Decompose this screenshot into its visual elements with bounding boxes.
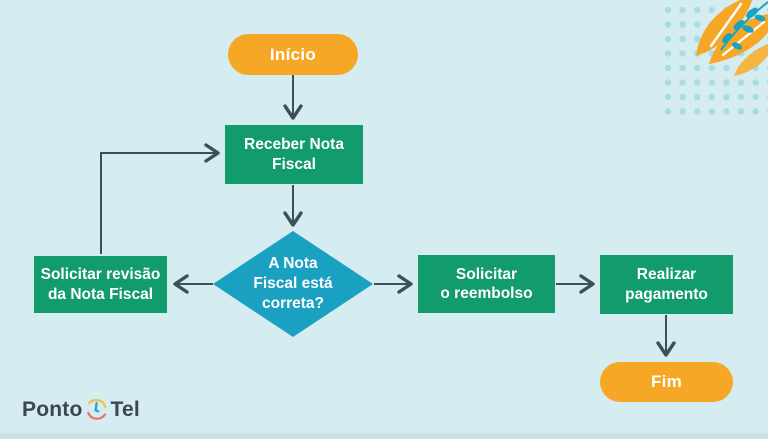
flow-node-start: Início [228, 34, 358, 75]
decision-diamond-shape [213, 231, 373, 337]
logo-text-tel: Tel [110, 398, 140, 421]
flow-node-request-revision: Solicitar revisão da Nota Fiscal [34, 256, 167, 313]
flow-node-receive-invoice: Receber Nota Fiscal [225, 125, 363, 184]
flow-node-decision-label: A Nota Fiscal está correta? [253, 254, 333, 313]
logo-text-ponto: Ponto [22, 398, 83, 421]
flow-node-make-payment: Realizar pagamento [600, 255, 733, 314]
clock-icon [87, 398, 107, 420]
flow-node-request-refund: Solicitar o reembolso [418, 255, 555, 313]
pontotel-logo: Ponto Tel [22, 396, 140, 424]
flow-connectors [100, 75, 676, 357]
edge-revision-to-receive [100, 143, 220, 254]
bottom-edge-strip [0, 433, 768, 439]
leaf-decoration [696, 0, 768, 76]
flow-node-end: Fim [600, 362, 733, 402]
